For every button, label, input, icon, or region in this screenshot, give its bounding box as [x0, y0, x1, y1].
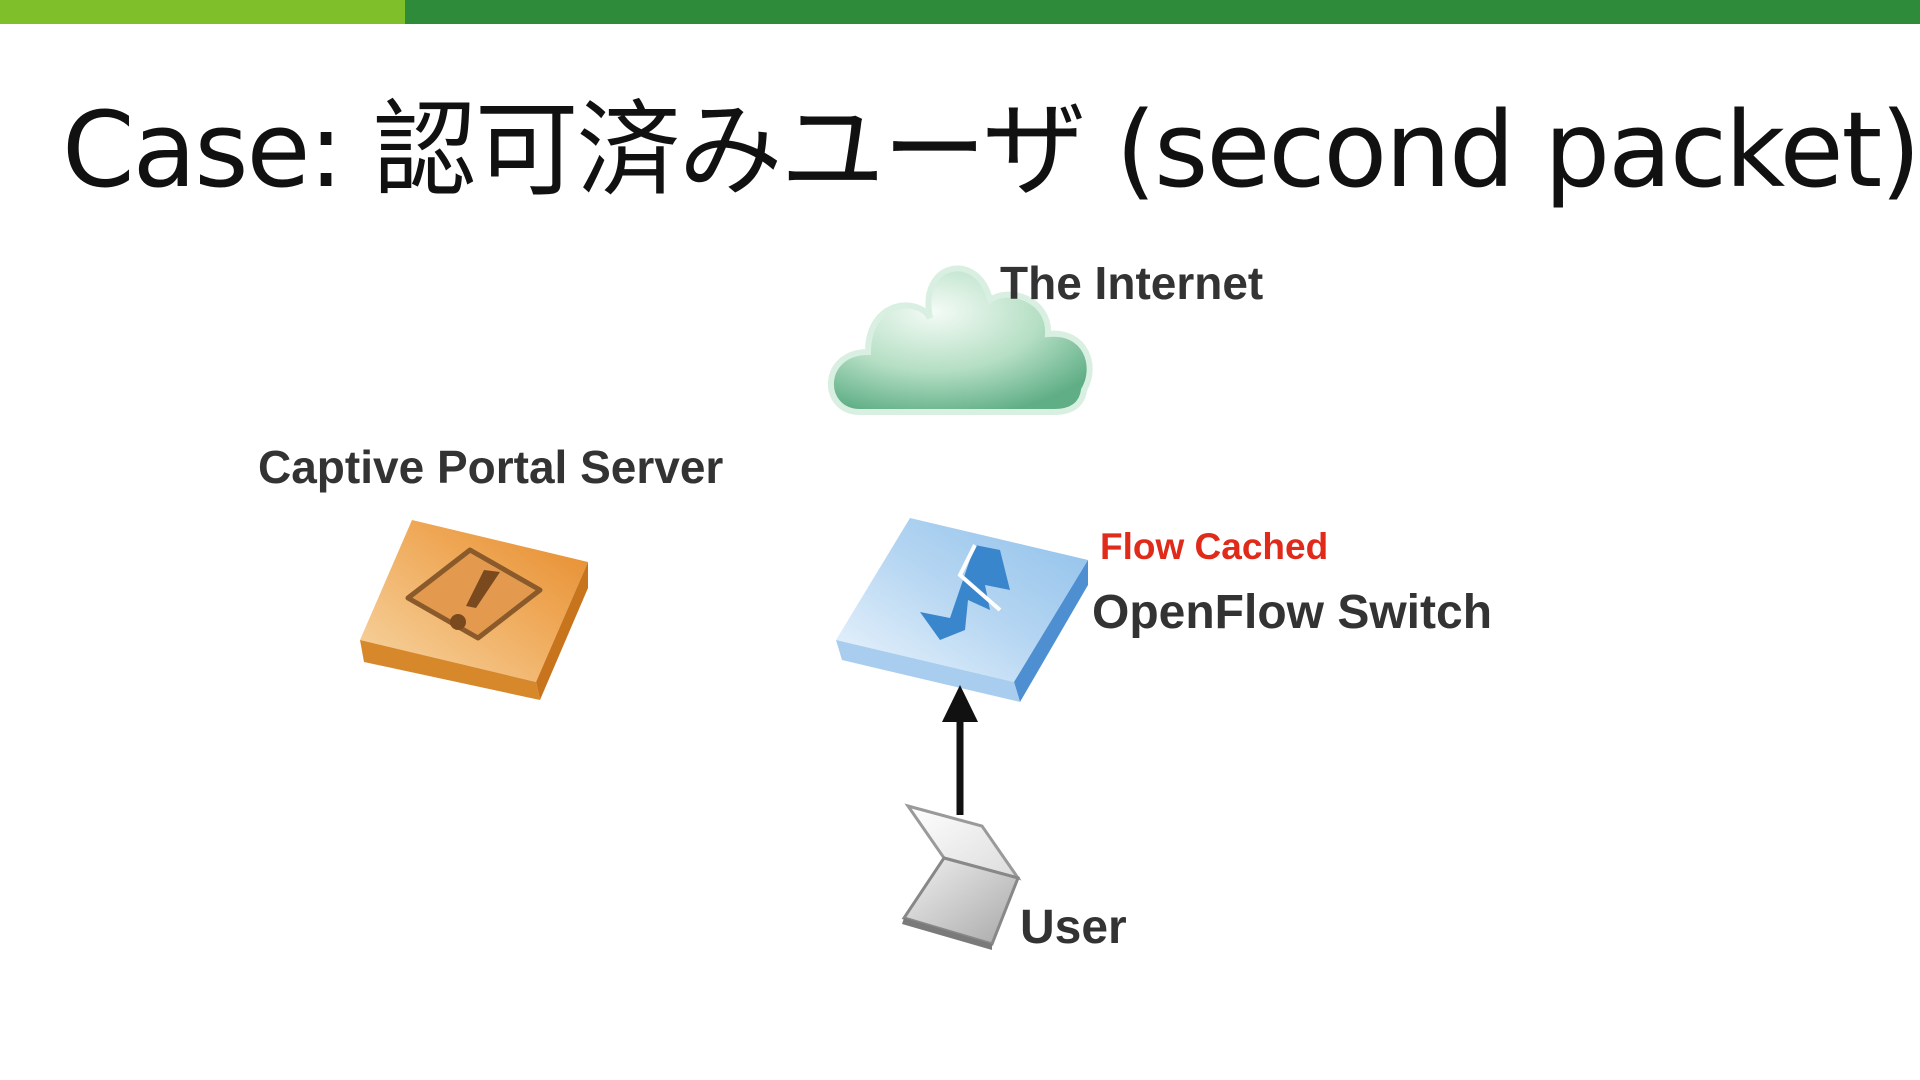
edge-user-to-switch	[942, 685, 978, 815]
accent-bar-dark	[405, 0, 1920, 24]
user-label: User	[1020, 901, 1127, 954]
cloud-icon	[827, 265, 1093, 415]
accent-bar-light	[0, 0, 405, 24]
warning-server-icon	[360, 520, 588, 700]
captive-portal-label: Captive Portal Server	[258, 441, 724, 493]
openflow-switch-icon	[836, 518, 1088, 702]
internet-label: The Internet	[1000, 257, 1264, 309]
laptop-icon	[901, 803, 1022, 950]
top-accent-bar	[0, 0, 1920, 24]
slide-title: Case: 認可済みユーザ (second packet)	[62, 89, 1920, 211]
openflow-switch-label: OpenFlow Switch	[1092, 586, 1493, 639]
flow-cached-status: Flow Cached	[1100, 526, 1329, 567]
